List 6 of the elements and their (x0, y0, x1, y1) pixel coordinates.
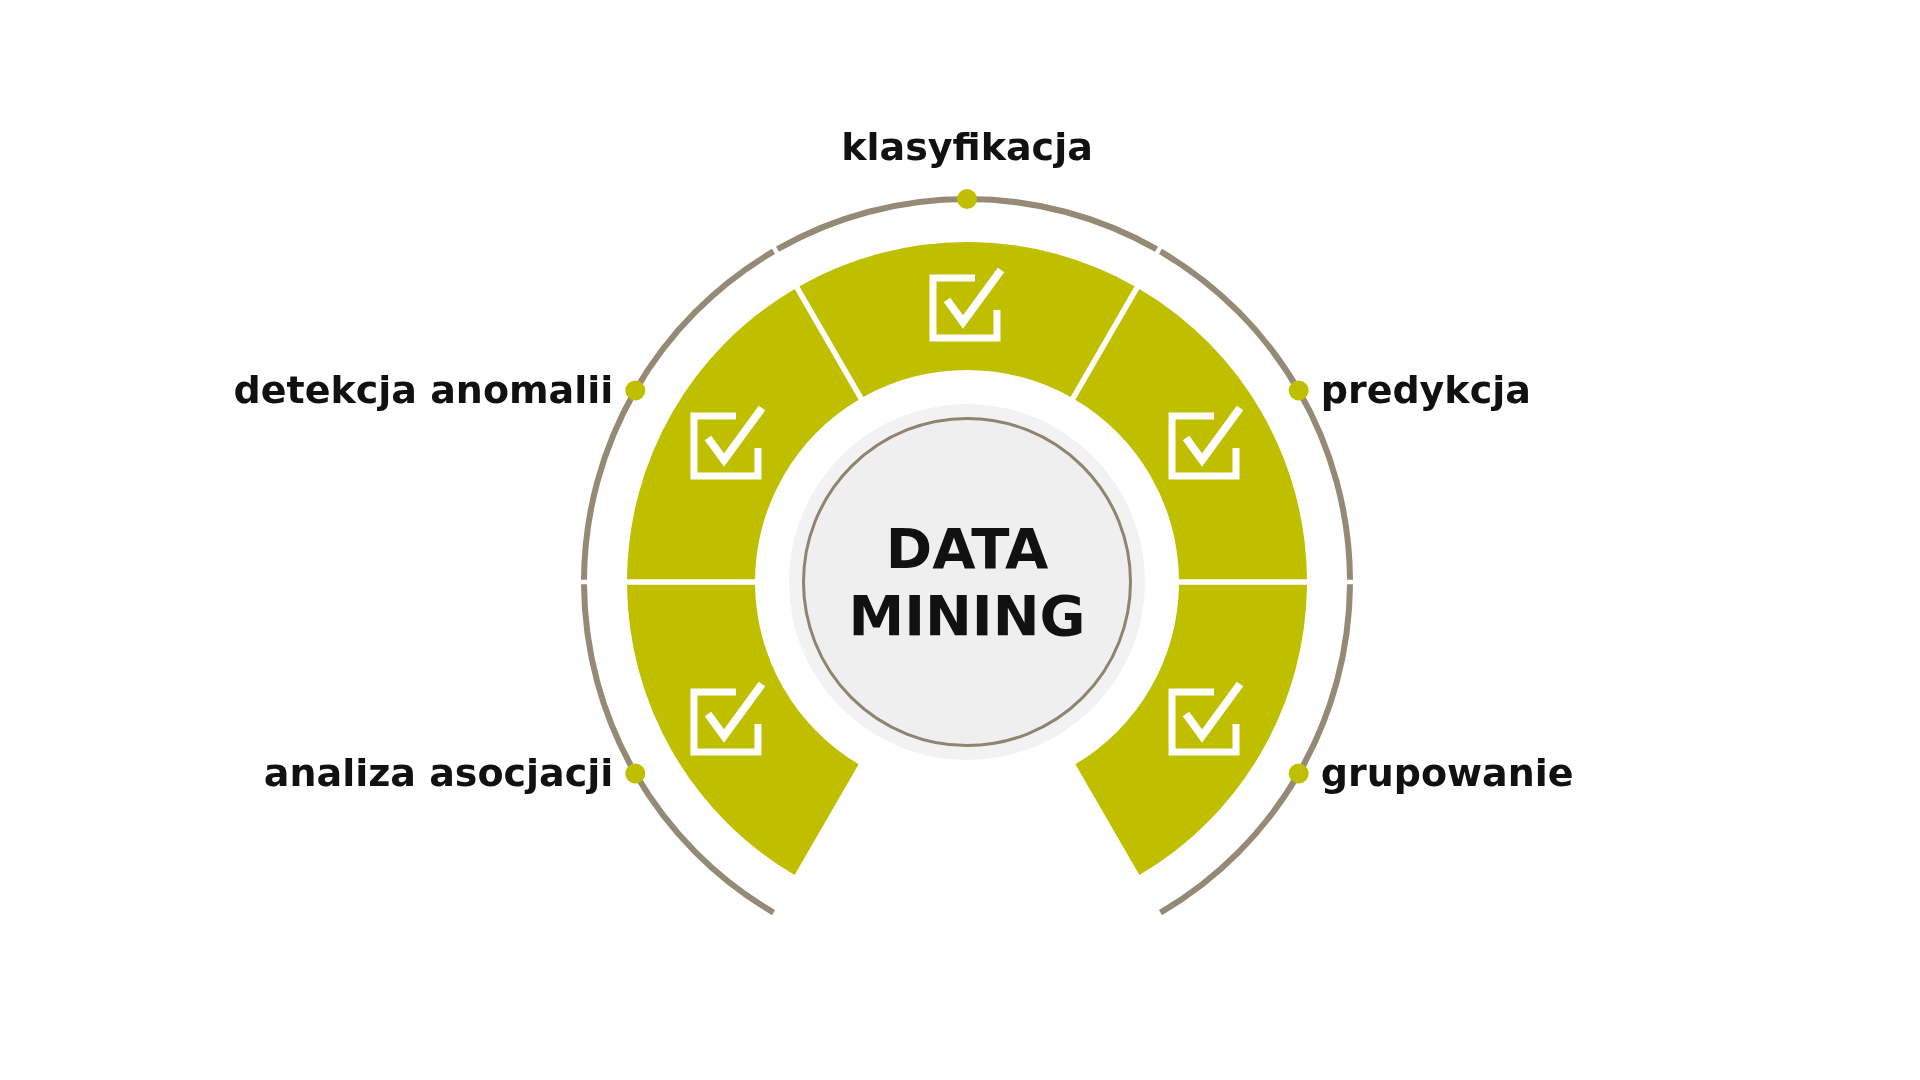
category-label: analiza asocjacji (263, 752, 614, 795)
category-label: grupowanie (1320, 752, 1574, 795)
category-label: klasyfikacja (841, 127, 1093, 169)
category-label: predykcja (1320, 369, 1531, 412)
center-title: DATA MINING (847, 514, 1087, 650)
category-label: detekcja anomalii (233, 369, 614, 412)
